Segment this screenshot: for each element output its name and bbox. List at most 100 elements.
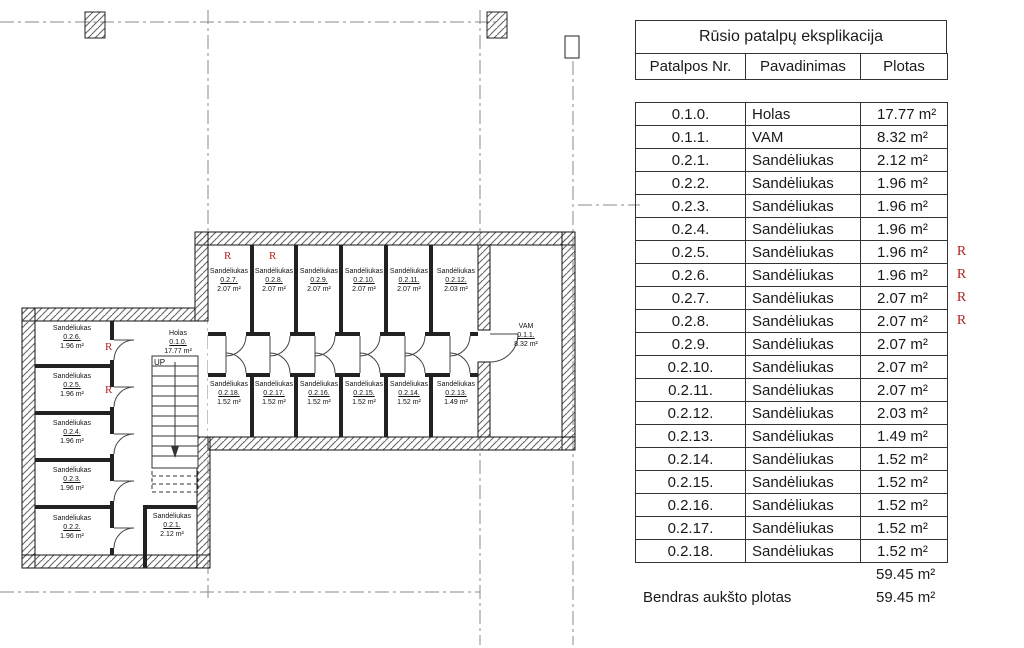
cell-room-area: 2.07 m²	[860, 309, 948, 333]
room-area: 1.96 m²	[60, 438, 84, 445]
room-area: 1.96 m²	[60, 343, 84, 350]
room-label-0-2-5: Sandėliukas 0.2.5. 1.96 m²	[44, 372, 100, 399]
table-row: 0.1.1. VAM 8.32 m²	[635, 125, 976, 149]
cell-room-number: 0.2.14.	[635, 447, 746, 471]
cell-revision-mark	[948, 471, 976, 494]
table-body: 0.1.0. Holas 17.77 m² 0.1.1. VAM 8.32 m²…	[635, 102, 976, 563]
stairs	[151, 355, 199, 493]
room-area: 2.07 m²	[307, 286, 331, 293]
cell-revision-mark	[948, 402, 976, 425]
cell-room-area: 1.52 m²	[860, 493, 948, 517]
room-number: 0.2.3.	[63, 476, 81, 483]
cell-room-area: 2.12 m²	[860, 148, 948, 172]
footer-total: 59.45 m²	[876, 589, 936, 606]
table-row: 0.2.13. Sandėliukas 1.49 m²	[635, 424, 976, 448]
cell-room-number: 0.2.3.	[635, 194, 746, 218]
room-name: Sandėliukas	[299, 381, 339, 388]
cell-revision-mark	[948, 379, 976, 402]
room-name: Sandėliukas	[254, 268, 294, 275]
cell-revision-mark	[948, 356, 976, 379]
room-label-0-2-2: Sandėliukas 0.2.2. 1.96 m²	[44, 514, 100, 541]
revision-mark-0-2-6: R	[105, 341, 113, 353]
table-row: 0.2.16. Sandėliukas 1.52 m²	[635, 493, 976, 517]
room-label-holas: Holas 0.1.0. 17.77 m²	[150, 329, 206, 356]
room-number: 0.2.4.	[63, 429, 81, 436]
room-number: 0.2.16.	[308, 390, 330, 397]
cell-room-area: 1.96 m²	[860, 240, 948, 264]
cell-revision-mark	[948, 517, 976, 540]
cell-revision-mark: R	[956, 290, 967, 305]
cell-room-area: 2.07 m²	[860, 286, 948, 310]
room-area: 1.52 m²	[262, 399, 286, 406]
room-area: 2.03 m²	[444, 286, 468, 293]
table-row: 0.2.17. Sandėliukas 1.52 m²	[635, 516, 976, 540]
room-name: Sandėliukas	[436, 268, 476, 275]
cell-room-name: Sandėliukas	[745, 355, 861, 379]
cell-room-number: 0.2.16.	[635, 493, 746, 517]
cell-room-name: Sandėliukas	[745, 148, 861, 172]
cell-room-number: 0.2.15.	[635, 470, 746, 494]
table-row: 0.2.6. Sandėliukas 1.96 m² R	[635, 263, 976, 287]
room-label-0-2-6: Sandėliukas 0.2.6. 1.96 m²	[44, 324, 100, 351]
room-area: 1.52 m²	[307, 399, 331, 406]
cell-room-area: 8.32 m²	[860, 125, 948, 149]
stair-direction-arrow	[171, 446, 179, 458]
cell-room-area: 1.52 m²	[860, 470, 948, 494]
cell-revision-mark: R	[956, 244, 967, 259]
exterior-walls	[21, 231, 576, 569]
cell-revision-mark	[948, 425, 976, 448]
header-patalpos-nr: Patalpos Nr.	[635, 53, 746, 80]
cell-room-name: Sandėliukas	[745, 493, 861, 517]
cell-revision-mark	[948, 494, 976, 517]
room-number: 0.2.14.	[398, 390, 420, 397]
header-pavadinimas: Pavadinimas	[745, 53, 861, 80]
cell-room-area: 1.96 m²	[860, 194, 948, 218]
cell-room-number: 0.2.8.	[635, 309, 746, 333]
footer-label: Bendras aukšto plotas	[643, 589, 792, 606]
cell-room-name: Sandėliukas	[745, 539, 861, 563]
room-label-0-2-14: Sandėliukas 0.2.14. 1.52 m²	[381, 380, 437, 407]
room-number: 0.2.12.	[445, 277, 467, 284]
cell-room-area: 1.96 m²	[860, 171, 948, 195]
cell-room-area: 2.03 m²	[860, 401, 948, 425]
room-name: Sandėliukas	[344, 381, 384, 388]
room-label-0-2-1: Sandėliukas 0.2.1. 2.12 m²	[144, 512, 200, 539]
table-row: 0.2.9. Sandėliukas 2.07 m²	[635, 332, 976, 356]
cell-room-area: 1.49 m²	[860, 424, 948, 448]
table-gap	[635, 80, 995, 102]
explication-table: Rūsio patalpų eksplikacija Patalpos Nr. …	[635, 20, 995, 609]
room-name: Sandėliukas	[254, 381, 294, 388]
stairs-up-label: UP	[154, 358, 166, 367]
cell-room-name: Sandėliukas	[745, 217, 861, 241]
room-name: Holas	[169, 330, 187, 337]
revision-mark-0-2-7: R	[224, 250, 232, 262]
cell-room-area: 1.52 m²	[860, 447, 948, 471]
cell-room-area: 2.07 m²	[860, 332, 948, 356]
cell-room-area: 17.77 m²	[860, 102, 948, 126]
cell-room-number: 0.1.0.	[635, 102, 746, 126]
room-number: 0.2.9.	[310, 277, 328, 284]
floor-plan: Sandėliukas 0.2.7. 2.07 m² Sandėliukas 0…	[0, 10, 640, 645]
table-row: 0.2.8. Sandėliukas 2.07 m² R	[635, 309, 976, 333]
room-name: Sandėliukas	[52, 373, 92, 380]
room-label-0-2-18: Sandėliukas 0.2.18. 1.52 m²	[201, 380, 257, 407]
cell-room-name: Sandėliukas	[745, 447, 861, 471]
cell-room-name: Holas	[745, 102, 861, 126]
cell-room-area: 2.07 m²	[860, 355, 948, 379]
cell-revision-mark: R	[956, 313, 967, 328]
cell-room-number: 0.2.5.	[635, 240, 746, 264]
room-label-0-2-4: Sandėliukas 0.2.4. 1.96 m²	[44, 419, 100, 446]
room-number: 0.2.5.	[63, 382, 81, 389]
cell-room-number: 0.2.2.	[635, 171, 746, 195]
room-number: 0.2.17.	[263, 390, 285, 397]
cell-room-number: 0.2.9.	[635, 332, 746, 356]
room-name: Sandėliukas	[344, 268, 384, 275]
room-name: Sandėliukas	[436, 381, 476, 388]
cell-room-number: 0.2.4.	[635, 217, 746, 241]
room-area: 1.96 m²	[60, 485, 84, 492]
room-name: Sandėliukas	[52, 467, 92, 474]
room-name: VAM	[518, 323, 534, 330]
room-label-vam: VAM 0.1.1. 8.32 m²	[498, 322, 554, 349]
cell-room-name: Sandėliukas	[745, 401, 861, 425]
table-row: 0.2.5. Sandėliukas 1.96 m² R	[635, 240, 976, 264]
